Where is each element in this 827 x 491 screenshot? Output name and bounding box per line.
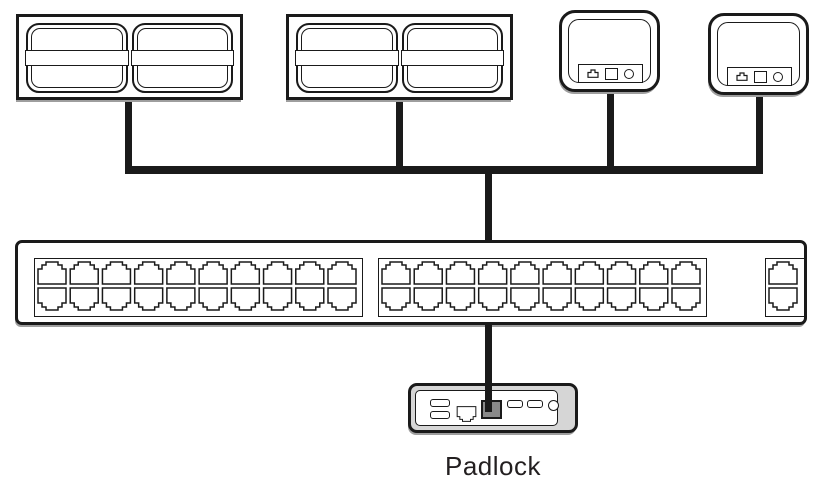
- rj45-jack-icon: [456, 406, 477, 422]
- adapter-device-2: [708, 13, 809, 95]
- endpoint-label: Padlock: [445, 451, 541, 481]
- port-block-left: [34, 258, 363, 317]
- network-switch: [15, 240, 807, 325]
- vent-slot-icon: [430, 399, 450, 407]
- cable-wallplate2: [396, 96, 403, 172]
- module-bar: [25, 50, 129, 66]
- port-block-right: [378, 258, 707, 317]
- wall-plate-module: [130, 23, 234, 93]
- round-led-icon: [773, 71, 783, 82]
- adapter-port-strip: [578, 64, 643, 83]
- adapter-device-1: [559, 10, 660, 92]
- rj45-port-icon: [37, 261, 357, 311]
- round-led-icon: [624, 68, 634, 79]
- wall-plate-device-2: [286, 14, 513, 100]
- endpoint-device: [408, 383, 578, 433]
- vent-slot-icon: [430, 411, 450, 419]
- wall-plate-module: [400, 23, 504, 93]
- button-indicator-icon: [527, 400, 543, 408]
- wall-plate-module: [295, 23, 399, 93]
- cable-bus: [125, 166, 763, 174]
- cable-adapter1: [607, 88, 614, 172]
- module-bar: [400, 50, 504, 66]
- button-indicator-icon: [507, 400, 523, 408]
- round-led-icon: [548, 400, 559, 411]
- wall-plate-module: [25, 23, 129, 93]
- square-indicator-icon: [754, 70, 767, 83]
- cable-wallplate1: [125, 96, 132, 172]
- home-icon: [736, 72, 748, 81]
- cable-bus-to-switch: [485, 170, 492, 243]
- module-bar: [295, 50, 399, 66]
- square-indicator-icon: [605, 67, 618, 80]
- uplink-port-block: [765, 258, 805, 317]
- wall-plate-device-1: [16, 14, 243, 100]
- rj45-port-icon: [381, 261, 701, 311]
- rj45-port-icon: [768, 261, 798, 311]
- module-bar: [130, 50, 234, 66]
- cable-switch-to-endpoint: [485, 322, 492, 412]
- home-icon: [587, 69, 599, 78]
- cable-adapter2: [756, 90, 763, 172]
- adapter-port-strip: [727, 67, 792, 86]
